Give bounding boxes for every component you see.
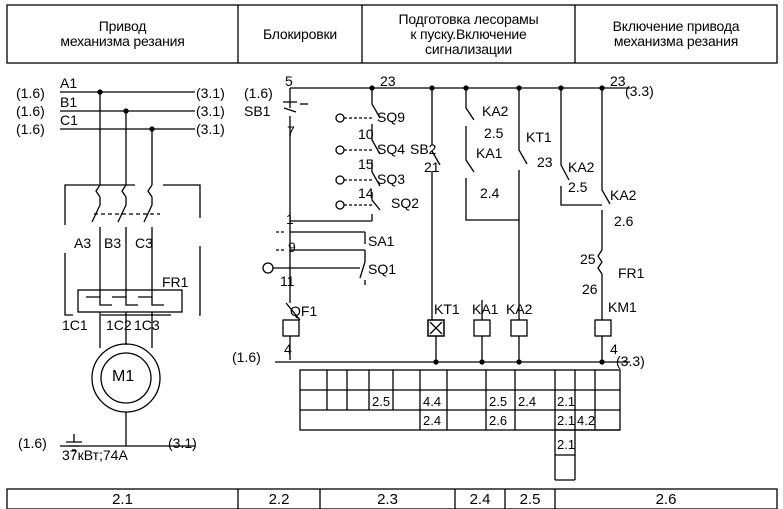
node-label: 14 bbox=[358, 185, 374, 201]
node-label: 15 bbox=[358, 156, 374, 172]
button-label-sb1: SB1 bbox=[244, 103, 271, 119]
xref-cell: 2.1 bbox=[557, 437, 576, 452]
node-label: 21 bbox=[424, 159, 440, 175]
contact-ref: 2.4 bbox=[480, 185, 500, 201]
coil-label-kt1: KT1 bbox=[434, 301, 460, 317]
ref-label: (1.6) bbox=[16, 121, 45, 137]
terminal-label: 1C1 bbox=[62, 317, 88, 333]
node-label: 4 bbox=[284, 341, 292, 357]
footer-cell-6: 2.6 bbox=[655, 490, 677, 508]
node-label: 1 bbox=[286, 211, 294, 227]
xref-cell: 2.1 bbox=[557, 394, 576, 409]
node-label: 9 bbox=[288, 239, 296, 255]
xref-cell: 2.4 bbox=[518, 394, 537, 409]
contact-label: KA2 bbox=[610, 187, 637, 203]
ref-label: (3.1) bbox=[196, 121, 225, 137]
contact-label: KT1 bbox=[526, 129, 552, 145]
phase-label-c1: C1 bbox=[60, 112, 78, 128]
switch-label-sq4: SQ4 bbox=[377, 141, 406, 157]
xref-cell: 2.1 bbox=[557, 413, 576, 428]
footer-cell-2: 2.2 bbox=[268, 490, 290, 508]
header-power-drive: Привод механизма резания bbox=[60, 18, 185, 49]
xref-cell: 2.4 bbox=[423, 413, 442, 428]
switch-label-sq9: SQ9 bbox=[377, 109, 406, 125]
node-label: 4 bbox=[610, 341, 618, 357]
ref-label: (3.3) bbox=[625, 83, 654, 99]
coil-label-ka2: KA2 bbox=[506, 301, 533, 317]
motor-rating: 37кВт;74А bbox=[62, 447, 128, 463]
ref-label: (3.1) bbox=[168, 435, 197, 451]
header-drive-on: Включение привода механизма резания bbox=[612, 18, 740, 49]
switch-label-sq1: SQ1 bbox=[368, 261, 397, 277]
node-label: 10 bbox=[358, 126, 374, 142]
header-interlocks: Блокировки bbox=[262, 25, 338, 42]
switch-label-sq3: SQ3 bbox=[377, 171, 406, 187]
xref-cell: 4.2 bbox=[577, 413, 596, 428]
node-label: 26 bbox=[582, 281, 598, 297]
footer-cell-1: 2.1 bbox=[112, 490, 133, 508]
ref-label: (1.6) bbox=[16, 103, 45, 119]
ref-label: (1.6) bbox=[244, 85, 273, 101]
button-label-sb2: SB2 bbox=[410, 141, 437, 157]
contact-label: KA2 bbox=[482, 103, 509, 119]
relay-label-fr1: FR1 bbox=[162, 274, 189, 290]
footer-cell-5: 2.5 bbox=[519, 490, 541, 508]
contact-label: KA1 bbox=[476, 145, 503, 161]
node-label: 23 bbox=[537, 154, 553, 170]
node-label: 11 bbox=[280, 273, 295, 289]
xref-cell: 4.4 bbox=[423, 394, 442, 409]
switch-label-sa1: SA1 bbox=[368, 233, 395, 249]
node-label: 23 bbox=[610, 73, 626, 89]
node-label: 7 bbox=[287, 123, 295, 139]
terminal-label: C3 bbox=[135, 235, 153, 251]
phase-label-a1: A1 bbox=[60, 75, 78, 91]
contact-label: KA2 bbox=[568, 159, 595, 175]
xref-cell: 2.5 bbox=[489, 394, 508, 409]
ref-label: (3.1) bbox=[196, 103, 225, 119]
ref-label: (1.6) bbox=[232, 349, 261, 365]
ref-label: (3.3) bbox=[616, 353, 645, 369]
ref-label: (1.6) bbox=[16, 85, 45, 101]
phase-label-b1: B1 bbox=[60, 94, 78, 110]
terminal-label: B3 bbox=[104, 235, 122, 251]
motor-label: M1 bbox=[112, 368, 135, 385]
footer-cell-4: 2.4 bbox=[469, 490, 491, 508]
ref-label: (3.1) bbox=[196, 85, 225, 101]
relay-label-fr1: FR1 bbox=[618, 265, 645, 281]
terminal-label: 1C3 bbox=[134, 317, 160, 333]
node-label: 23 bbox=[380, 73, 396, 89]
terminal-label: 1C2 bbox=[106, 317, 132, 333]
header-preparation: Подготовка лесорамы к пуску.Включение си… bbox=[398, 10, 539, 57]
node-label: 5 bbox=[285, 73, 293, 89]
contact-ref: 2.5 bbox=[484, 125, 504, 141]
switch-label-sq2: SQ2 bbox=[391, 195, 420, 211]
contact-ref: 2.6 bbox=[614, 213, 634, 229]
coil-label-ka1: KA1 bbox=[472, 301, 499, 317]
footer-cell-3: 2.3 bbox=[377, 490, 398, 508]
terminal-label: A3 bbox=[74, 235, 92, 251]
xref-cell: 2.6 bbox=[489, 413, 508, 428]
coil-label-km1: KM1 bbox=[608, 299, 637, 315]
ref-label: (1.6) bbox=[18, 435, 47, 451]
breaker-label-qf1: QF1 bbox=[290, 303, 318, 319]
xref-cell: 2.5 bbox=[372, 394, 391, 409]
contact-ref: 2.5 bbox=[568, 179, 588, 195]
node-label: 25 bbox=[580, 251, 596, 267]
